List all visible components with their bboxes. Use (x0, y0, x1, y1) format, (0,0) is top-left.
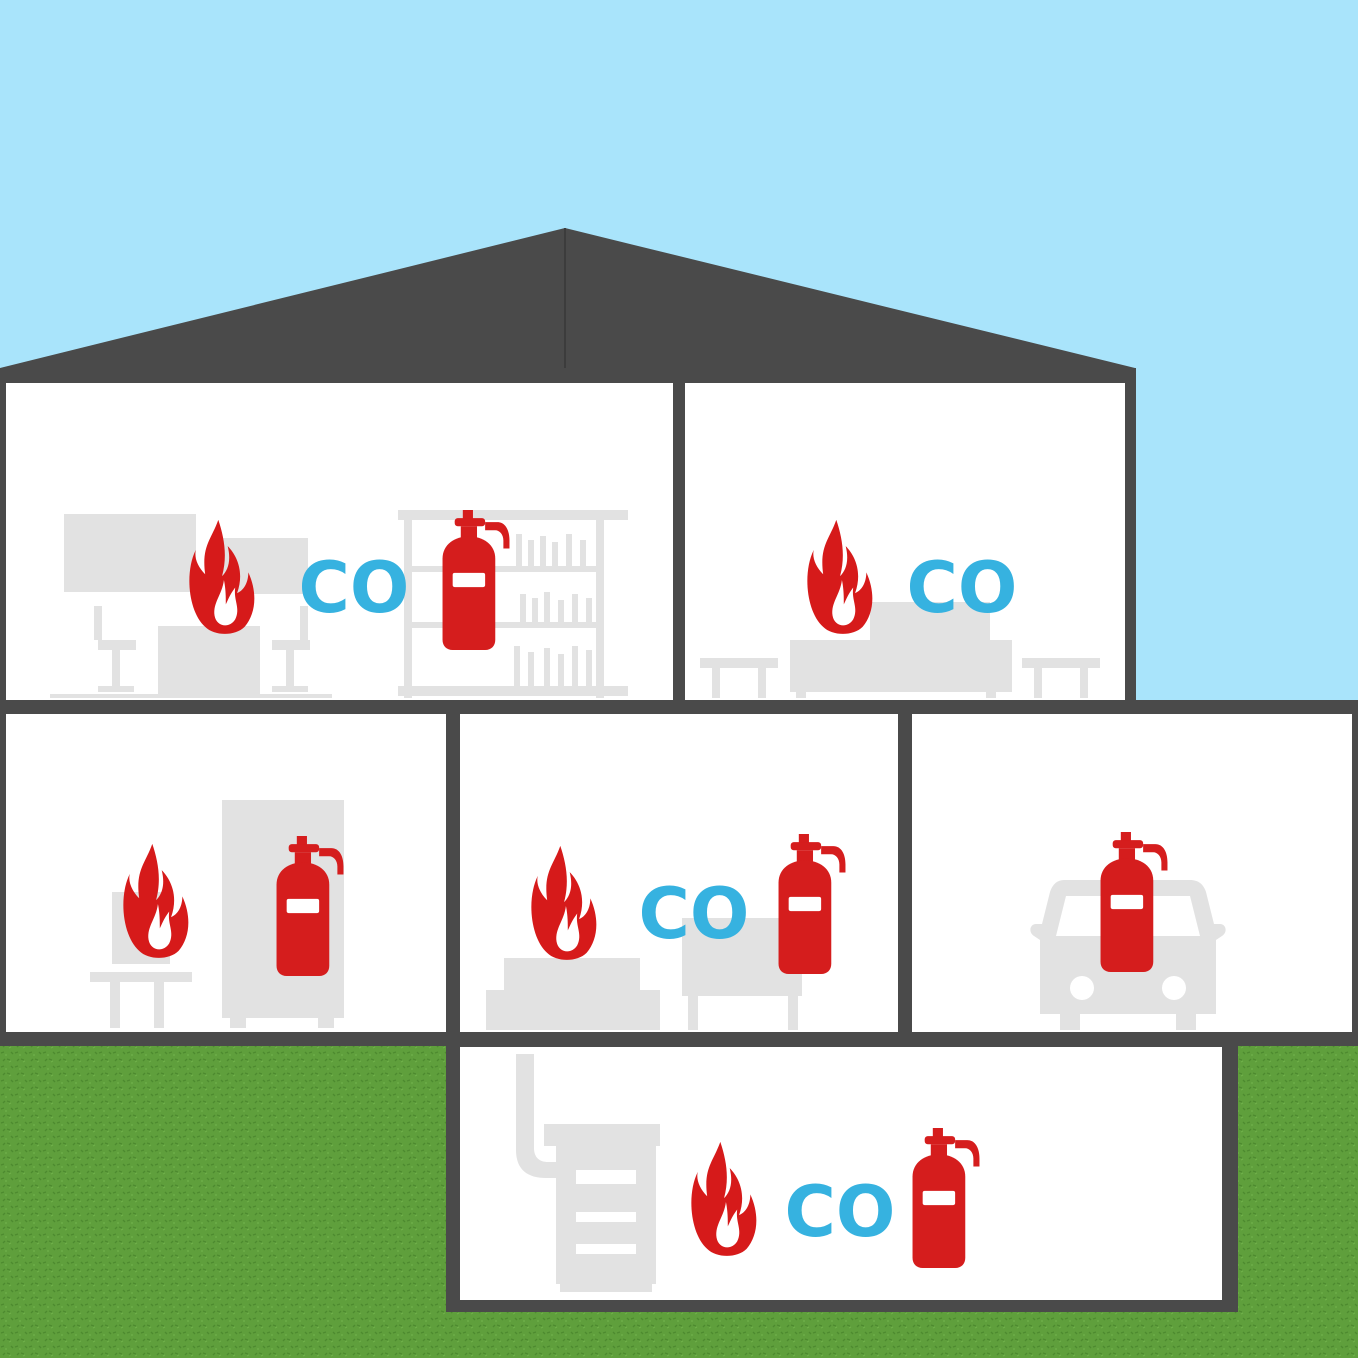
boiler (516, 1054, 660, 1292)
room-attic-left: CO (6, 383, 673, 700)
room-ground-left (6, 714, 446, 1032)
room-garage (912, 714, 1352, 1032)
sofa-and-side-tables (700, 602, 1100, 698)
room-basement: CO (460, 1047, 1222, 1300)
room-attic-right: CO (685, 383, 1125, 700)
co-label: CO (299, 547, 410, 629)
co-label: CO (639, 873, 750, 955)
co-label: CO (785, 1171, 896, 1253)
living-room-furniture (486, 918, 802, 1030)
roof (0, 228, 1135, 368)
office-furniture (50, 510, 628, 698)
co-label: CO (907, 547, 1018, 629)
room-ground-middle: CO (460, 714, 898, 1032)
